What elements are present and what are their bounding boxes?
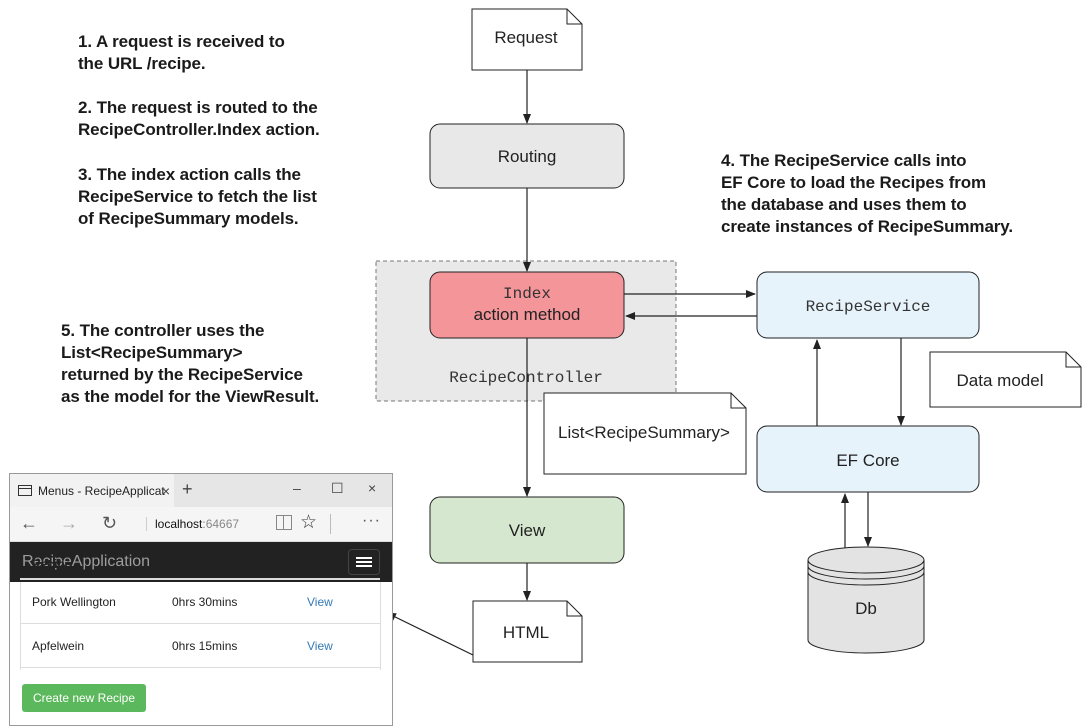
html-document (472, 600, 583, 663)
recipe-service-label: RecipeService (806, 298, 931, 316)
new-tab-button[interactable]: + (182, 479, 193, 499)
list-summary-label: List<RecipeSummary> (558, 423, 730, 442)
favorite-star-icon[interactable]: ☆ (300, 512, 318, 533)
list-summary-document (543, 392, 747, 475)
forward-button[interactable]: → (60, 513, 78, 533)
reading-view-icon[interactable] (276, 515, 292, 530)
annotation-step-1: 1. A request is received to the URL /rec… (78, 32, 285, 73)
close-window-button[interactable]: × (368, 480, 377, 496)
data-model-label: Data model (957, 371, 1044, 390)
recipe-table: Recipe TimeToCook Pork Wellington 0hrs 3… (20, 551, 380, 668)
recipe-service-node (756, 271, 980, 339)
browser-tab[interactable]: Menus - RecipeApplicat × (10, 474, 174, 507)
tab-close-icon[interactable]: × (161, 483, 170, 499)
minimize-button[interactable]: – (293, 480, 301, 496)
more-menu-icon[interactable]: ··· (362, 512, 381, 529)
address-bar: ← → ↻ localhost:64667 ☆ ··· (10, 507, 392, 542)
html-label: HTML (503, 623, 549, 642)
index-action-label-2: action method (474, 305, 581, 324)
db-label: Db (855, 599, 877, 618)
header-recipe: Recipe (32, 557, 72, 571)
view-label: View (509, 521, 546, 540)
ef-core-label: EF Core (836, 451, 899, 470)
browser-window: Menus - RecipeApplicat × + – ☐ × ← → ↻ l… (9, 473, 393, 726)
annotation-step-2: 2. The request is routed to the RecipeCo… (78, 98, 320, 139)
hamburger-menu-icon[interactable] (348, 549, 380, 575)
db-cylinder (807, 546, 925, 654)
table-row: Apfelwein 0hrs 15mins View (20, 624, 380, 668)
routing-label: Routing (498, 147, 557, 166)
data-model-document (929, 351, 1082, 408)
recipe-name-cell: Pork Wellington (32, 595, 116, 609)
url-port: :64667 (202, 517, 240, 531)
annotation-step-3: 3. The index action calls the RecipeServ… (78, 165, 317, 228)
time-to-cook-cell: 0hrs 15mins (172, 639, 238, 653)
url-field[interactable]: localhost:64667 (146, 517, 239, 531)
view-link[interactable]: View (307, 639, 333, 653)
recipe-name-cell: Apfelwein (32, 639, 85, 653)
annotation-step-4: 4. The RecipeService calls into EF Core … (721, 151, 1014, 236)
browser-tab-title: Menus - RecipeApplicat (38, 483, 165, 498)
table-frame (20, 582, 381, 670)
recipe-controller-label: RecipeController (449, 369, 603, 387)
maximize-button[interactable]: ☐ (331, 480, 344, 496)
index-action-label-1: Index (503, 285, 551, 303)
app-brand[interactable]: RecipeApplication (22, 553, 151, 570)
table-row: Pork Wellington 0hrs 30mins View (20, 580, 380, 624)
request-document (471, 8, 583, 71)
arrow-html-browser (386, 612, 474, 656)
browser-tab-bar: Menus - RecipeApplicat × + – ☐ × (10, 474, 392, 507)
annotation-step-5: 5. The controller uses the List<RecipeSu… (61, 321, 320, 406)
view-link[interactable]: View (307, 595, 333, 609)
page-icon (18, 485, 32, 496)
back-button[interactable]: ← (20, 513, 38, 533)
time-to-cook-cell: 0hrs 30mins (172, 595, 238, 609)
header-time-to-cook: TimeToCook (172, 557, 244, 571)
table-header-row: Recipe TimeToCook (20, 551, 380, 580)
create-recipe-button[interactable]: Create new Recipe (22, 684, 146, 712)
toolbar-divider (330, 514, 331, 534)
app-navbar: RecipeApplication (10, 542, 392, 582)
url-host: localhost (155, 517, 203, 531)
refresh-button[interactable]: ↻ (102, 513, 118, 533)
request-label: Request (494, 28, 558, 47)
